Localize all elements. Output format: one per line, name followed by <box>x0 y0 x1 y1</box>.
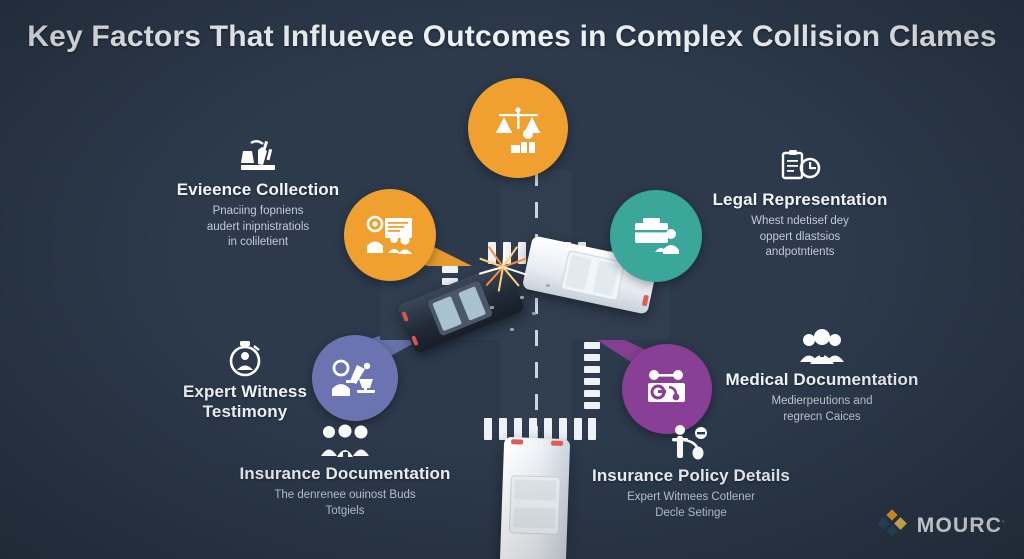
label-title: Legal Representation <box>712 190 888 209</box>
person-shield-icon <box>578 424 804 462</box>
label-subtitle: Expert Witmees Cotlener Decle Setinge <box>627 491 755 519</box>
label-medical-documentation: Medical Documentation Medierpeutions and… <box>712 328 932 425</box>
medical-kit-icon <box>642 368 692 410</box>
label-title: Insurance Documentation <box>239 464 451 483</box>
evidence-marker-icon <box>158 138 358 176</box>
scales-of-justice-icon <box>491 101 545 155</box>
label-title: Evieence Collection <box>176 180 340 199</box>
briefcase-people-icon <box>631 214 681 258</box>
page-title: Key Factors That Influevee Outcomes in C… <box>27 20 997 53</box>
person-microscope-icon <box>331 357 379 399</box>
node-medical[interactable] <box>622 344 712 434</box>
lane-marking <box>535 170 538 559</box>
label-evidence-collection: Evieence Collection Pnaciing fopniens au… <box>158 138 358 251</box>
label-title: Medical Documentation <box>725 370 919 389</box>
label-title: Insurance Policy Details <box>592 466 790 485</box>
label-title: Expert Witness Testimony <box>182 382 308 421</box>
label-subtitle: Pnaciing fopniens audert inipnistratiols… <box>206 205 310 249</box>
crosswalk-right <box>580 342 604 414</box>
node-legal[interactable] <box>610 190 702 282</box>
stopwatch-person-icon <box>150 340 340 378</box>
presentation-people-icon <box>365 213 415 257</box>
label-subtitle: The denrenee ouinost Buds Totgiels <box>274 489 416 517</box>
diamond-cluster-logo-icon <box>876 508 908 543</box>
node-evidence[interactable] <box>344 189 436 281</box>
label-subtitle: Whest ndetisef dey oppert dlastsios andp… <box>751 215 849 259</box>
brand-watermark: MOURC· <box>876 508 1006 543</box>
people-group-icon <box>712 328 932 366</box>
label-expert-witness-testimony: Expert Witness Testimony <box>150 340 340 426</box>
node-justice[interactable] <box>468 78 568 178</box>
clipboard-clock-icon <box>700 148 900 186</box>
brand-name: MOURC· <box>916 513 1006 537</box>
three-people-icon <box>232 424 458 460</box>
node-expert[interactable] <box>312 335 398 421</box>
label-insurance-policy-details: Insurance Policy Details Expert Witmees … <box>578 424 804 521</box>
collision-scene <box>380 170 670 559</box>
label-subtitle: Medierpeutions and regrecn Caices <box>771 395 873 423</box>
crosswalk-bottom <box>484 418 596 440</box>
car-white-bottom <box>499 436 571 559</box>
label-legal-representation: Legal Representation Whest ndetisef dey … <box>700 148 900 261</box>
label-insurance-documentation: Insurance Documentation The denrenee oui… <box>232 424 458 519</box>
impact-burst <box>478 242 550 331</box>
